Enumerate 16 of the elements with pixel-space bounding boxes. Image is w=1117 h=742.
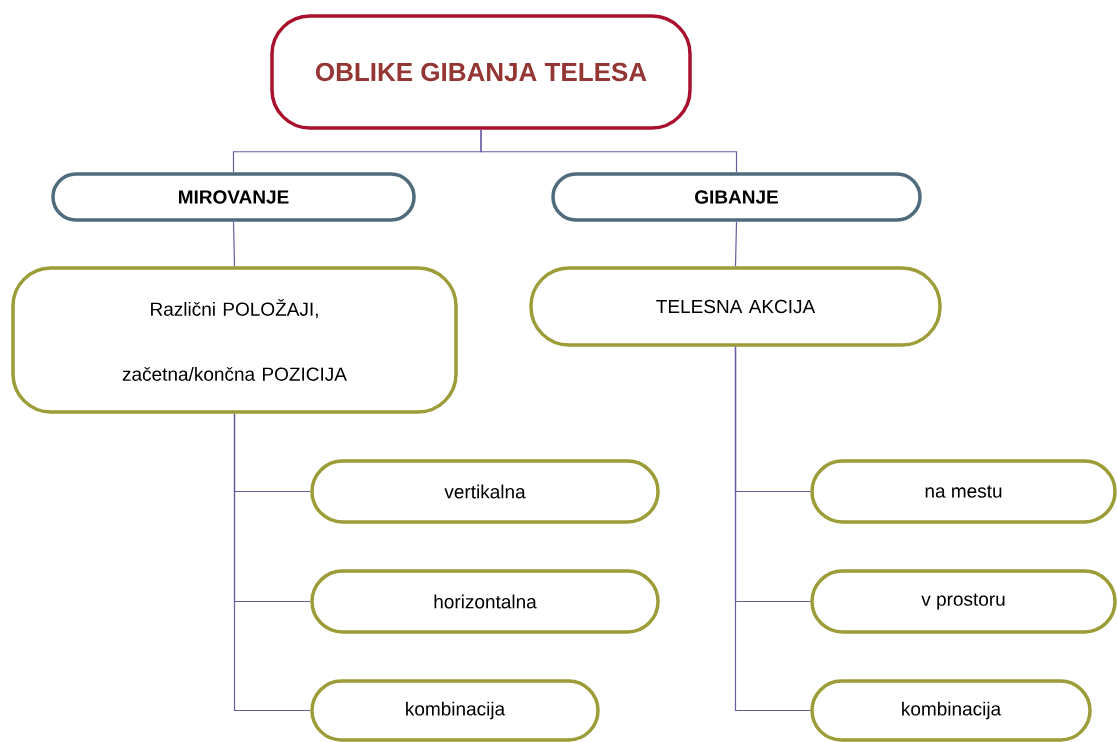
connector-line [480, 129, 738, 173]
connector-line [734, 221, 738, 267]
connector-line [232, 221, 236, 267]
category-box: GIBANJE [551, 172, 922, 222]
item-box: vertikalna [310, 459, 660, 524]
item-box: kombinacija [310, 679, 600, 742]
description-box: Različni POLOŽAJI, začetna/končna POZICIJA [11, 266, 458, 414]
connector-line [734, 346, 811, 712]
item-box: kombinacija [810, 679, 1092, 742]
title-box: OBLIKE GIBANJA TELESA [270, 14, 692, 130]
item-box: na mestu [810, 459, 1117, 524]
category-box: MIROVANJE [51, 172, 416, 222]
connector-line [233, 413, 311, 712]
item-box: v prostoru [810, 569, 1117, 634]
item-box: horizontalna [310, 569, 660, 634]
description-box: TELESNA AKCIJA [529, 266, 942, 347]
